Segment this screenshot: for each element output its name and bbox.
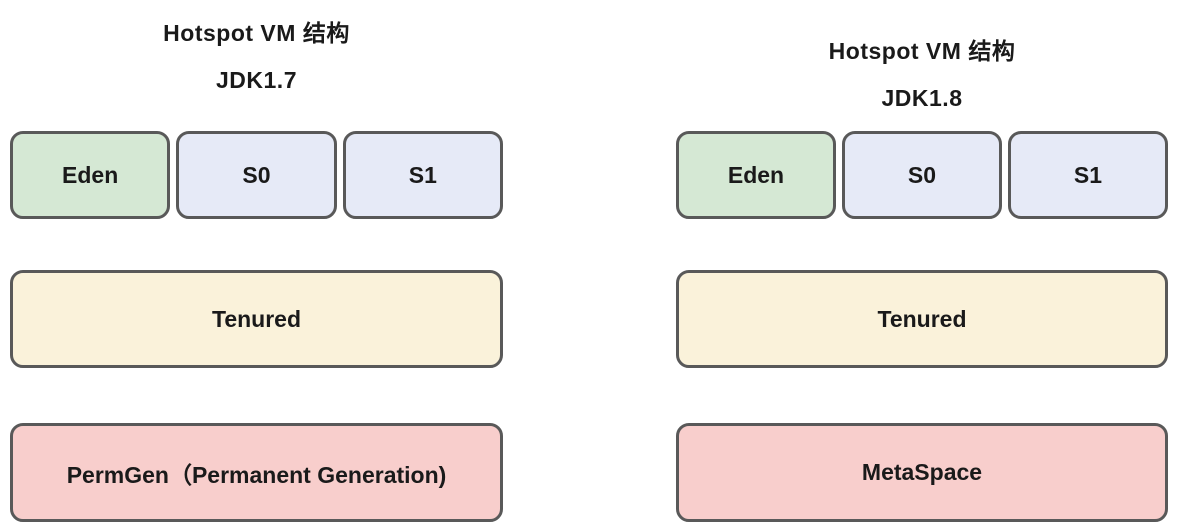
- s0-box: S0: [176, 131, 337, 219]
- panel-jdk17: Hotspot VM 结构 JDK1.7 Eden S0 S1 Tenured …: [10, 0, 503, 528]
- young-gen-row: Eden S0 S1: [10, 131, 503, 219]
- s0-label: S0: [242, 161, 271, 188]
- permgen-label: PermGen（Permanent Generation): [66, 461, 447, 488]
- panel-title: Hotspot VM 结构: [828, 38, 1016, 64]
- s1-box: S1: [342, 131, 503, 219]
- panel-jdk18: Hotspot VM 结构 JDK1.8 Eden S0 S1 Tenured …: [676, 0, 1168, 528]
- panel-version: JDK1.8: [881, 85, 963, 111]
- eden-box: Eden: [676, 131, 836, 219]
- panel-version: JDK1.7: [216, 67, 297, 93]
- s0-label: S0: [907, 161, 937, 188]
- eden-box: Eden: [10, 131, 171, 219]
- s1-box: S1: [1008, 131, 1168, 219]
- permgen-box: PermGen（Permanent Generation): [10, 423, 503, 522]
- panel-title: Hotspot VM 结构: [163, 20, 350, 46]
- s1-label: S1: [1073, 161, 1103, 188]
- young-gen-row: Eden S0 S1: [676, 131, 1168, 219]
- eden-label: Eden: [62, 161, 119, 188]
- tenured-label: Tenured: [877, 305, 967, 332]
- s1-label: S1: [408, 161, 437, 188]
- tenured-box: Tenured: [10, 270, 503, 368]
- metaspace-box: MetaSpace: [676, 423, 1168, 522]
- s0-box: S0: [842, 131, 1002, 219]
- eden-label: Eden: [727, 161, 785, 188]
- tenured-label: Tenured: [211, 305, 302, 332]
- tenured-box: Tenured: [676, 270, 1168, 368]
- metaspace-label: MetaSpace: [861, 459, 983, 485]
